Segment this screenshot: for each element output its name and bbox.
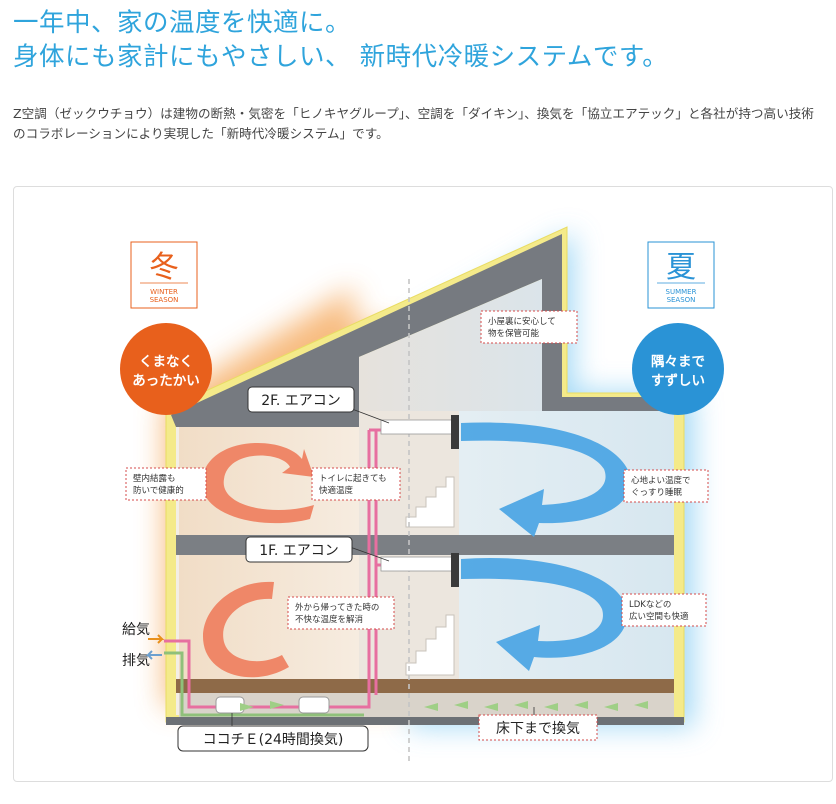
winter-kanji: 冬	[149, 250, 179, 285]
headline-line-2: 身体にも家計にもやさしい、 新時代冷暖システムです。	[13, 42, 669, 72]
page-headline: 一年中、家の温度を快適に。 身体にも家計にもやさしい、 新時代冷暖システムです。	[13, 6, 668, 74]
cool-airflow-1f	[461, 557, 627, 671]
floor-slab-1f	[176, 679, 674, 693]
note-outside: 外から帰ってきた時の 不快な温度を解消	[287, 596, 395, 630]
roof	[171, 234, 679, 427]
label-ventilation-unit-text: ココチＥ(24時間換気)	[203, 732, 344, 748]
foundation	[166, 717, 684, 725]
kokochi-unit-b	[298, 696, 330, 714]
ac-vent-1f	[451, 553, 459, 587]
note-wall-line-2: 防いで健康的	[133, 485, 184, 496]
underfloor-space	[179, 693, 674, 717]
note-sleep: 心地よい温度で ぐっすり睡眠	[623, 469, 709, 503]
note-attic-line-1: 小屋裏に安心して	[488, 316, 556, 327]
winter-bubble-line-2: あったかい	[132, 373, 200, 389]
cool-airflow-2f	[461, 422, 631, 537]
summer-season-badge: 夏 SUMMER SEASON	[647, 241, 715, 309]
label-underfloor: 床下まで換気	[478, 707, 598, 741]
warm-airflow-2f	[201, 442, 314, 524]
headline-line-1: 一年中、家の温度を快適に。	[13, 8, 352, 38]
summer-sub-2: SEASON	[667, 296, 696, 304]
staircase	[405, 476, 455, 676]
note-toilet-line-2: 快適温度	[319, 485, 354, 496]
warm-airflow-1f	[202, 581, 289, 678]
label-ac-1f: 1F. エアコン	[245, 536, 390, 563]
note-wall-line-1: 壁内結露も	[133, 473, 176, 484]
exhaust-duct	[164, 651, 364, 717]
winter-sub-1: WINTER	[150, 288, 178, 296]
ac-unit-2f	[380, 419, 454, 435]
note-wall: 壁内結露も 防いで健康的	[125, 467, 207, 501]
note-ldk: LDKなどの 広い空間も快適	[621, 593, 707, 627]
note-outside-line-2: 不快な温度を解消	[295, 614, 363, 625]
summer-bubble: 隅々まで すずしい	[632, 323, 724, 415]
summer-sub-1: SUMMER	[666, 288, 697, 296]
label-ac-1f-text: 1F. エアコン	[259, 543, 339, 559]
label-ac-2f: 2F. エアコン	[247, 386, 390, 424]
note-ldk-line-2: 広い空間も快適	[629, 611, 689, 622]
ac-vent-2f	[451, 415, 459, 449]
summer-bubble-line-2: すずしい	[651, 372, 705, 389]
summer-bubble-line-1: 隅々まで	[651, 354, 705, 370]
winter-bubble-line-1: くまなく	[139, 354, 193, 370]
supply-exhaust-labels: 給気 排気	[122, 622, 165, 669]
winter-sub-2: SEASON	[150, 296, 179, 304]
house-diagram: 冬 WINTER SEASON くまなく あったかい 夏 SUMMER SEAS…	[120, 226, 724, 762]
label-underfloor-text: 床下まで換気	[496, 721, 580, 737]
ac-unit-1f	[380, 556, 454, 572]
label-supply: 給気	[122, 622, 150, 638]
note-attic-line-2: 物を保管可能	[488, 328, 540, 339]
summer-kanji: 夏	[666, 250, 696, 285]
note-outside-line-1: 外から帰ってきた時の	[295, 602, 379, 613]
intro-paragraph: Z空調（ゼックウチョウ）は建物の断熱・気密を「ヒノキヤグループ」、空調を「ダイキ…	[13, 106, 814, 141]
winter-season-badge: 冬 WINTER SEASON	[130, 241, 198, 309]
note-sleep-line-2: ぐっすり睡眠	[631, 488, 683, 498]
note-ldk-line-1: LDKなどの	[629, 600, 671, 610]
note-toilet-line-1: トイレに起きても	[319, 474, 387, 484]
label-exhaust: 排気	[122, 653, 150, 669]
note-sleep-line-1: 心地よい温度で	[631, 475, 691, 486]
diagram-panel: 冬 WINTER SEASON くまなく あったかい 夏 SUMMER SEAS…	[13, 186, 833, 782]
label-ventilation-unit: ココチＥ(24時間換気)	[177, 713, 369, 752]
kokochi-unit-a	[215, 696, 245, 714]
underfloor-airflow	[240, 701, 648, 711]
note-attic: 小屋裏に安心して 物を保管可能	[480, 310, 578, 344]
note-toilet: トイレに起きても 快適温度	[311, 467, 401, 501]
label-ac-2f-text: 2F. エアコン	[261, 393, 341, 409]
winter-bubble: くまなく あったかい	[120, 323, 212, 415]
